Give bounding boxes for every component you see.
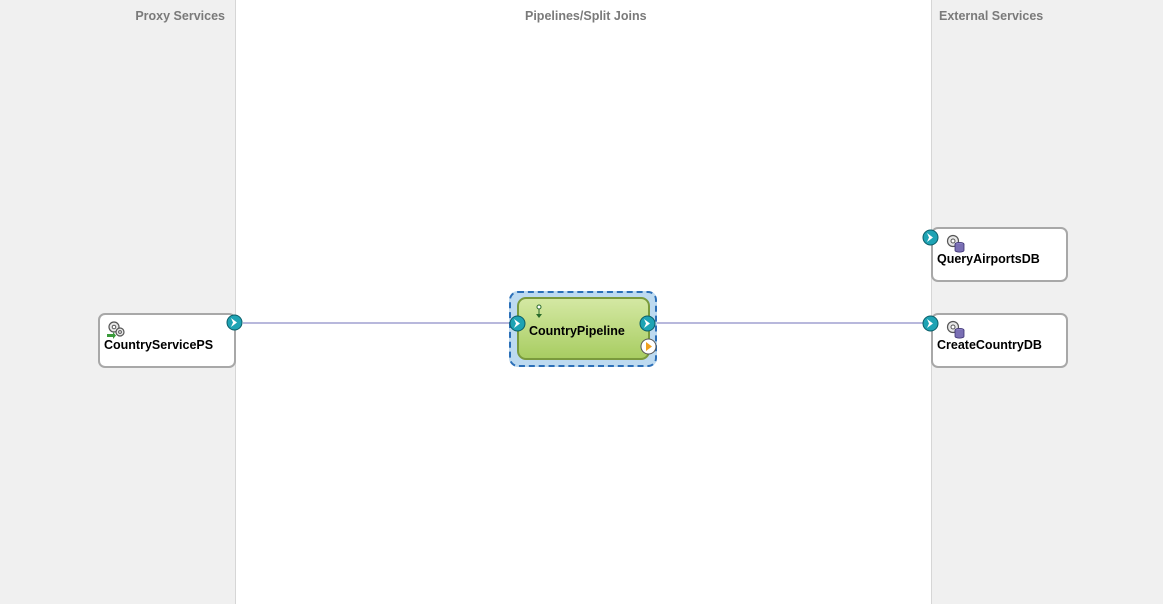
external-service-label: QueryAirportsDB	[937, 252, 1040, 266]
external-service-label: CreateCountryDB	[937, 338, 1042, 352]
pipeline-output-port-icon[interactable]	[639, 315, 656, 332]
proxy-service-label: CountryServicePS	[104, 338, 214, 352]
external-services-lane: External Services	[931, 0, 1163, 604]
pipeline-flow-icon	[536, 304, 542, 318]
proxy-services-lane: Proxy Services	[0, 0, 236, 604]
business-service-db-icon	[946, 234, 965, 253]
proxy-services-lane-title: Proxy Services	[135, 9, 225, 23]
pipeline-error-handler-port-icon[interactable]	[640, 338, 657, 355]
createcountry-input-port-icon[interactable]	[922, 315, 939, 332]
pipeline-label: CountryPipeline	[529, 324, 625, 338]
external-service-node-queryairports[interactable]: QueryAirportsDB	[931, 227, 1068, 282]
pipeline-input-port-icon[interactable]	[509, 315, 526, 332]
proxy-service-node[interactable]: CountryServicePS	[98, 313, 236, 368]
business-service-db-icon	[946, 320, 965, 339]
queryairports-input-port-icon[interactable]	[922, 229, 939, 246]
external-service-node-createcountry[interactable]: CreateCountryDB	[931, 313, 1068, 368]
proxy-service-gear-icon	[107, 321, 125, 339]
pipelines-lane-title: Pipelines/Split Joins	[525, 9, 647, 23]
external-services-lane-title: External Services	[939, 9, 1044, 23]
proxy-service-output-port-icon[interactable]	[226, 314, 243, 331]
